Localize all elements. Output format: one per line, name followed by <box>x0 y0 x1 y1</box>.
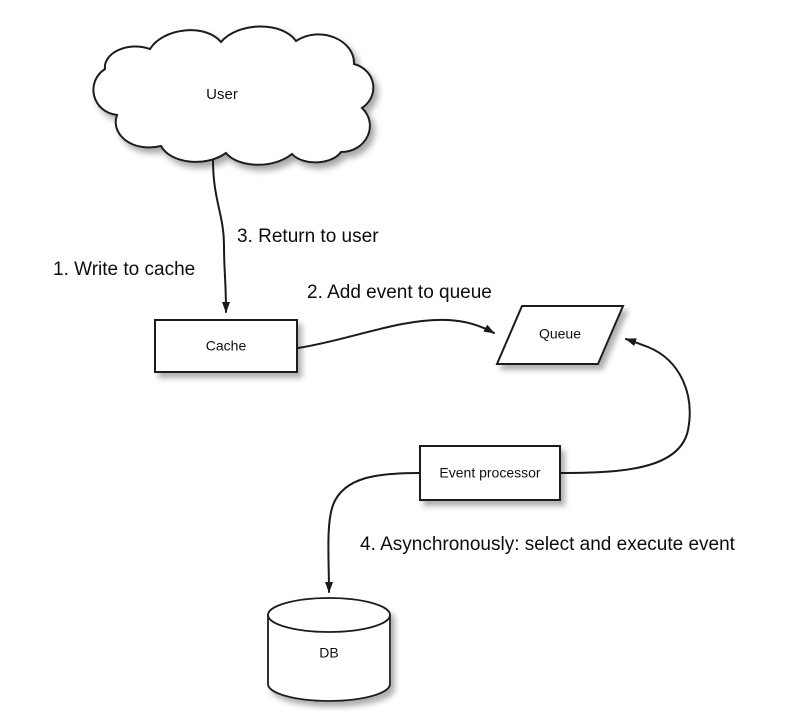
step-label-1: 1. Write to cache <box>53 259 195 280</box>
step-label-3: 3. Return to user <box>237 226 379 247</box>
step-label-2: 2. Add event to queue <box>307 282 492 303</box>
edge-cache-to-queue <box>297 318 495 349</box>
edge-event-processor-to-db <box>324 472 421 593</box>
node-queue[interactable]: Queue <box>495 305 625 365</box>
node-db[interactable]: DB <box>267 597 391 702</box>
node-user-label: User <box>206 86 238 103</box>
node-queue-label: Queue <box>539 326 581 342</box>
node-db-label: DB <box>319 645 338 661</box>
edge-event-processor-to-queue <box>559 338 691 474</box>
edge-user-to-cache <box>212 159 230 313</box>
node-event-processor[interactable]: Event processor <box>419 445 561 501</box>
node-event-processor-label: Event processor <box>439 465 540 481</box>
node-cache-label: Cache <box>206 338 247 354</box>
step-label-4: 4. Asynchronously: select and execute ev… <box>360 534 736 555</box>
node-user[interactable]: User <box>92 25 375 166</box>
node-cache[interactable]: Cache <box>154 319 298 373</box>
